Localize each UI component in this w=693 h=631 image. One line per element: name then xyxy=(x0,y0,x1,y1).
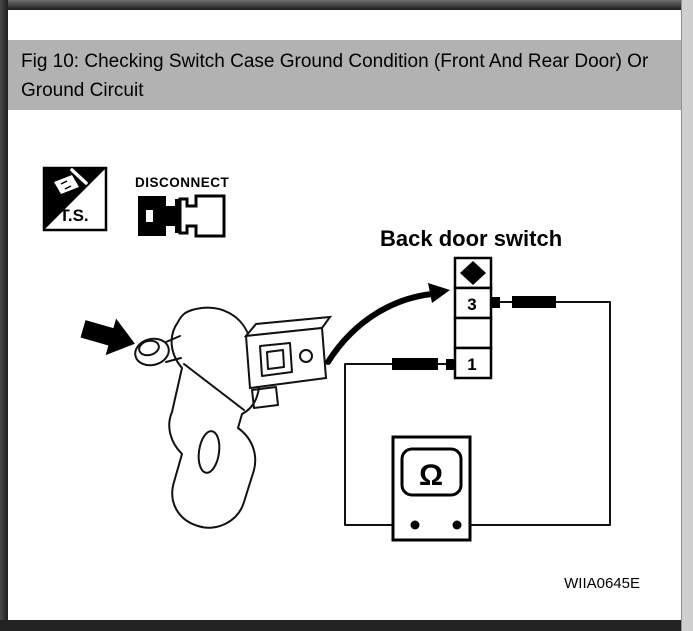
connector-pin-block: 3 1 xyxy=(446,256,500,380)
figure-page: Fig 10: Checking Switch Case Ground Cond… xyxy=(8,10,681,620)
mounting-slot xyxy=(197,430,221,474)
tester-pictograph xyxy=(54,175,79,194)
scrollbar-track[interactable] xyxy=(681,0,693,631)
figure-caption-line2: Ground Circuit xyxy=(21,80,144,101)
test-probe-right xyxy=(512,296,556,308)
disconnect-connector-icon: DISCONNECT xyxy=(135,175,230,238)
pin-3-label: 3 xyxy=(467,295,476,314)
figure-caption-line1: Fig 10: Checking Switch Case Ground Cond… xyxy=(21,51,649,72)
ohm-symbol: Ω xyxy=(419,459,443,492)
window-bottom-edge xyxy=(0,620,693,631)
window-left-edge xyxy=(0,0,8,631)
pin-1-terminal xyxy=(446,359,455,370)
door-switch-illustration xyxy=(134,306,333,529)
test-probe-left xyxy=(392,358,438,370)
connector-hole xyxy=(299,349,313,363)
ohmmeter-display xyxy=(400,447,463,497)
ts-tester-icon: T.S. xyxy=(42,166,108,232)
pointer-arrow-icon xyxy=(80,318,135,356)
ohmmeter-terminal-right xyxy=(452,520,462,530)
switch-plunger xyxy=(134,335,182,367)
pin-1-label: 1 xyxy=(467,355,476,374)
keying-diamond-icon xyxy=(460,261,486,285)
circuit-wiring xyxy=(344,296,611,526)
figure-diagram: T.S. DISCONNECT Back door switch xyxy=(42,166,640,592)
pin-3-terminal xyxy=(491,297,500,308)
switch-latch xyxy=(251,386,279,409)
ts-label: T.S. xyxy=(59,206,88,225)
curved-arrow-icon xyxy=(325,283,450,365)
figure-caption: Fig 10: Checking Switch Case Ground Cond… xyxy=(8,40,681,110)
ohmmeter-terminal-left xyxy=(410,520,420,530)
back-door-switch-heading: Back door switch xyxy=(380,226,562,251)
window-top-edge xyxy=(0,0,693,10)
switch-connector xyxy=(243,315,333,409)
ohmmeter-icon: Ω xyxy=(391,435,472,542)
disconnect-label: DISCONNECT xyxy=(135,175,230,190)
figure-code: WIIA0645E xyxy=(564,575,640,592)
